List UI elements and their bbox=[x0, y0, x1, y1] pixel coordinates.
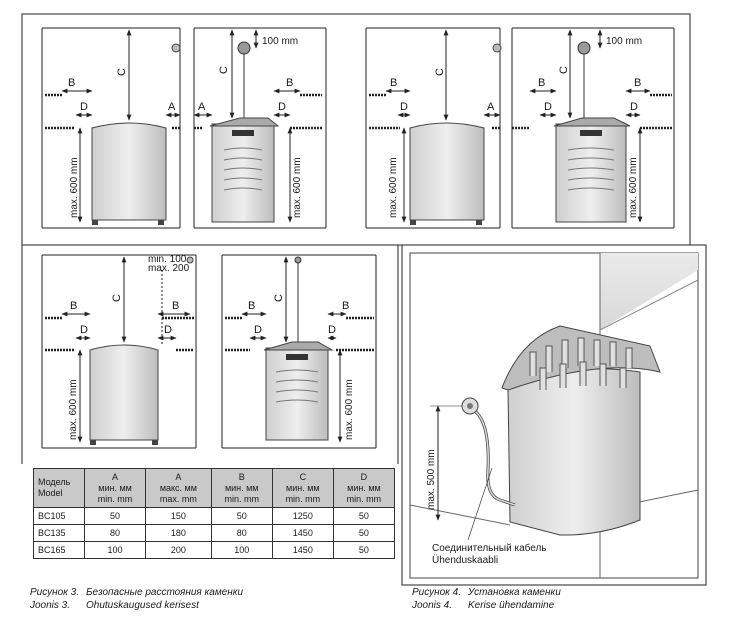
svg-text:max. 600 mm: max. 600 mm bbox=[292, 157, 303, 218]
svg-text:C: C bbox=[218, 66, 230, 74]
table-cell: 180 bbox=[145, 524, 212, 542]
panel-3 bbox=[365, 27, 501, 229]
svg-text:C: C bbox=[111, 294, 123, 302]
table-cell: 100 bbox=[83, 541, 147, 559]
svg-text:A: A bbox=[198, 101, 206, 113]
svg-text:C: C bbox=[558, 66, 570, 74]
svg-text:C: C bbox=[273, 294, 285, 302]
table-cell: 80 bbox=[83, 524, 147, 542]
table-row: BC165 100 200 100 1450 50 bbox=[33, 541, 396, 559]
installation-figure bbox=[401, 244, 707, 586]
svg-text:D: D bbox=[278, 101, 286, 113]
svg-text:B: B bbox=[634, 77, 641, 89]
svg-text:B: B bbox=[342, 300, 349, 312]
svg-text:B: B bbox=[286, 77, 293, 89]
panel-1 bbox=[41, 27, 181, 229]
table-cell: 50 bbox=[210, 507, 273, 525]
table-cell: 50 bbox=[332, 507, 396, 525]
svg-text:Ühenduskaabli: Ühenduskaabli bbox=[432, 554, 498, 566]
svg-text:B: B bbox=[68, 77, 75, 89]
dimension-labels: B C D A max. 600 mm C 100 mm B D A max. … bbox=[68, 36, 642, 566]
table-row: BC135 80 180 80 1450 50 bbox=[33, 524, 396, 542]
svg-text:max. 600 mm: max. 600 mm bbox=[68, 379, 79, 440]
svg-text:D: D bbox=[400, 101, 408, 113]
table-row: BC105 50 150 50 1250 50 bbox=[33, 507, 396, 525]
svg-text:B: B bbox=[390, 77, 397, 89]
table-cell: BC105 bbox=[33, 507, 85, 525]
panel-4 bbox=[492, 27, 675, 229]
svg-text:A: A bbox=[168, 101, 176, 113]
svg-text:D: D bbox=[544, 101, 552, 113]
svg-text:D: D bbox=[254, 324, 262, 336]
svg-text:B: B bbox=[248, 300, 255, 312]
svg-text:max. 200: max. 200 bbox=[148, 263, 190, 274]
svg-text:D: D bbox=[164, 324, 172, 336]
table-cell: BC135 bbox=[33, 524, 85, 542]
svg-text:max. 600 mm: max. 600 mm bbox=[628, 157, 639, 218]
svg-text:C: C bbox=[434, 68, 446, 76]
table-cell: 80 bbox=[210, 524, 273, 542]
svg-text:B: B bbox=[172, 300, 179, 312]
svg-text:max. 500 mm: max. 500 mm bbox=[426, 449, 437, 510]
table-cell: 50 bbox=[83, 507, 147, 525]
svg-text:D: D bbox=[80, 101, 88, 113]
svg-text:max. 600 mm: max. 600 mm bbox=[388, 157, 399, 218]
svg-text:A: A bbox=[487, 101, 495, 113]
panel-6 bbox=[221, 254, 377, 449]
table-cell: 50 bbox=[332, 541, 396, 559]
panel-5 bbox=[41, 254, 197, 449]
svg-text:D: D bbox=[80, 324, 88, 336]
table-cell: 1450 bbox=[271, 524, 334, 542]
svg-text:Соединительный кабель: Соединительный кабель bbox=[432, 542, 547, 554]
svg-text:B: B bbox=[538, 77, 545, 89]
svg-text:100 mm: 100 mm bbox=[262, 36, 298, 47]
svg-text:min. 100: min. 100 bbox=[148, 254, 187, 265]
table-cell: 1450 bbox=[271, 541, 334, 559]
figure3-caption: Рисунок 3.Безопасные расстояния каменки … bbox=[30, 587, 244, 611]
svg-text:D: D bbox=[328, 324, 336, 336]
svg-text:max. 600 mm: max. 600 mm bbox=[69, 157, 80, 218]
table-cell: 1250 bbox=[271, 507, 334, 525]
table-cell: 150 bbox=[145, 507, 212, 525]
table-cell: 100 bbox=[210, 541, 273, 559]
svg-text:B: B bbox=[70, 300, 77, 312]
table-cell: BC165 bbox=[33, 541, 85, 559]
svg-text:C: C bbox=[116, 68, 128, 76]
svg-text:max. 600 mm: max. 600 mm bbox=[344, 379, 355, 440]
figure4-caption: Рисунок 4.Установка каменки Joonis 4.Ker… bbox=[412, 587, 561, 611]
table-cell: 50 bbox=[332, 524, 396, 542]
svg-text:100 mm: 100 mm bbox=[606, 36, 642, 47]
panel-2 bbox=[171, 27, 327, 229]
table-cell: 200 bbox=[145, 541, 212, 559]
figure3-frame bbox=[21, 13, 691, 246]
svg-text:D: D bbox=[630, 101, 638, 113]
